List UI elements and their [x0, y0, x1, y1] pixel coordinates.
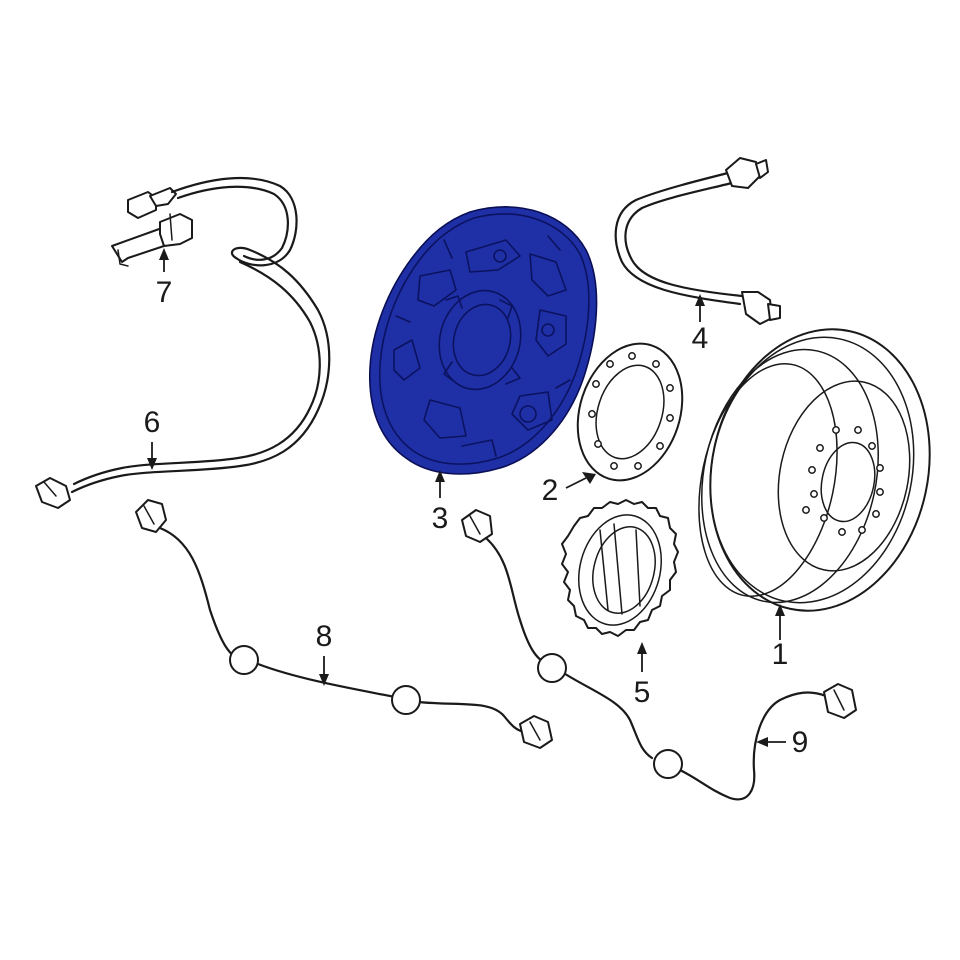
- part-6-sensor-wire[interactable]: [35, 176, 331, 509]
- callout-4: 4: [692, 322, 709, 355]
- callout-2: 2: [542, 474, 559, 507]
- callout-8: 8: [316, 620, 333, 653]
- part-9-wire-harness[interactable]: [461, 509, 857, 801]
- callout-5: 5: [634, 676, 651, 709]
- callout-7: 7: [156, 276, 173, 309]
- callout-9: 9: [792, 726, 809, 759]
- part-7-bracket[interactable]: [111, 213, 193, 267]
- part-8-wire-harness[interactable]: [135, 499, 553, 749]
- part-2-gasket[interactable]: [561, 330, 699, 494]
- callout-3: 3: [432, 502, 449, 535]
- part-5-tone-ring[interactable]: [561, 499, 679, 637]
- part-3-backing-plate[interactable]: [369, 206, 598, 475]
- part-1-brake-drum[interactable]: [679, 309, 955, 632]
- drum-bolt-holes: [802, 426, 884, 536]
- callout-1: 1: [772, 638, 789, 671]
- part-4-brake-hose[interactable]: [614, 157, 781, 325]
- callout-leaders: [147, 248, 786, 747]
- callout-6: 6: [144, 406, 161, 439]
- callout-labels: 1 2 3 4 5 6 7 8 9: [144, 276, 809, 759]
- gasket-bolt-holes: [588, 352, 674, 470]
